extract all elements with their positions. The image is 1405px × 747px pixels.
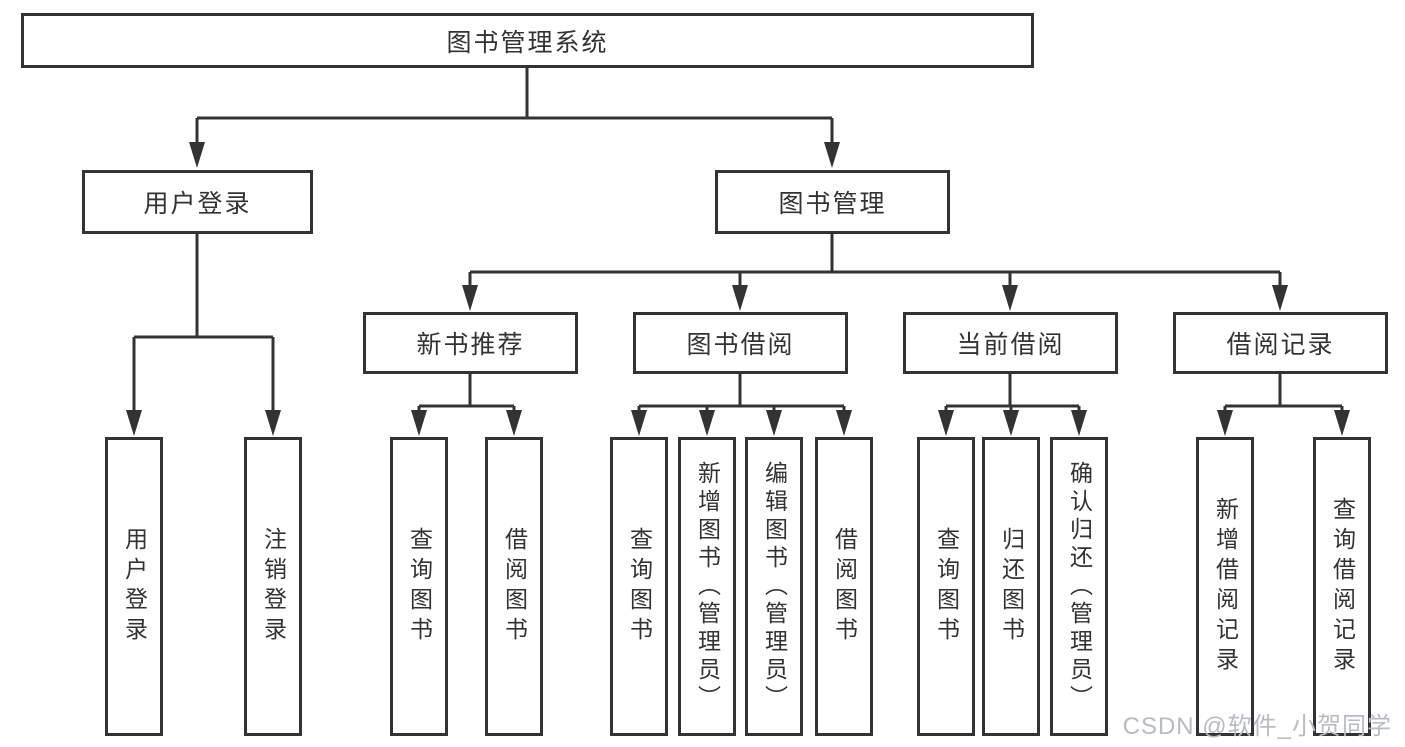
node-user-login: 用户登录 <box>82 170 313 234</box>
leaf-query-books-recommend: 查询图书 <box>390 437 448 736</box>
arrowhead <box>699 410 715 436</box>
arrowhead <box>189 142 205 168</box>
leaf-edit-book-admin: 编辑图书（管理员） <box>745 437 803 736</box>
arrowhead <box>732 285 748 311</box>
arrowhead <box>506 410 522 436</box>
csdn-watermark: CSDN @软件_小贺同学 <box>1122 713 1392 740</box>
arrowhead <box>766 410 782 436</box>
arrowhead <box>1272 285 1288 311</box>
arrowhead <box>938 410 954 436</box>
arrowhead <box>1217 410 1233 436</box>
arrowhead <box>411 410 427 436</box>
arrowhead <box>1002 285 1018 311</box>
arrowhead <box>1071 410 1087 436</box>
arrowhead <box>836 410 852 436</box>
leaf-user-login: 用户登录 <box>105 437 163 736</box>
arrowhead <box>265 410 281 436</box>
leaf-add-borrow-record: 新增借阅记录 <box>1196 437 1254 736</box>
leaf-return-books: 归还图书 <box>982 437 1040 736</box>
node-current-borrowing: 当前借阅 <box>903 312 1118 374</box>
leaf-query-borrow-record: 查询借阅记录 <box>1313 437 1371 736</box>
leaf-query-books-current: 查询图书 <box>917 437 975 736</box>
leaf-borrow-books-borrowing: 借阅图书 <box>815 437 873 736</box>
arrowhead <box>1334 410 1350 436</box>
leaf-query-books-borrowing: 查询图书 <box>610 437 668 736</box>
leaf-borrow-books-recommend: 借阅图书 <box>485 437 543 736</box>
arrowhead <box>824 142 840 168</box>
node-borrowing-records: 借阅记录 <box>1173 312 1388 374</box>
node-library-management-system: 图书管理系统 <box>21 13 1034 68</box>
leaf-add-book-admin: 新增图书（管理员） <box>678 437 736 736</box>
arrowhead <box>126 410 142 436</box>
node-book-borrowing: 图书借阅 <box>633 312 848 374</box>
leaf-confirm-return-admin: 确认归还（管理员） <box>1050 437 1108 736</box>
leaf-logout: 注销登录 <box>244 437 302 736</box>
arrowhead <box>631 410 647 436</box>
node-new-book-recommendation: 新书推荐 <box>363 312 578 374</box>
node-book-management: 图书管理 <box>715 170 950 234</box>
arrowhead <box>462 285 478 311</box>
arrowhead <box>1003 410 1019 436</box>
